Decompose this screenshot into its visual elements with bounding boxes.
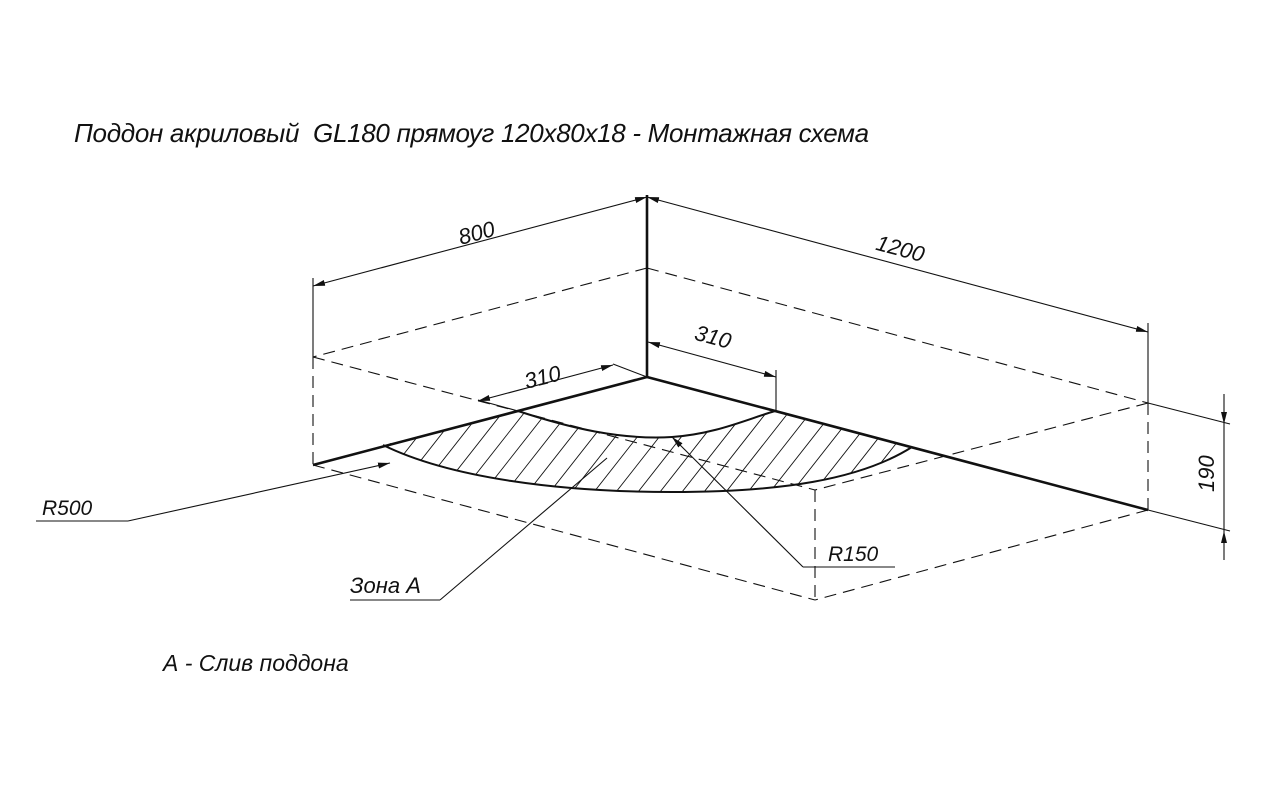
r150-label: R150: [828, 543, 879, 566]
dimension-800: 800: [312, 196, 648, 357]
dimension-310-left: 310: [477, 360, 648, 412]
dimension-190: 190: [1147, 394, 1231, 560]
callout-r500: R500: [36, 462, 391, 522]
wall-edges: [312, 195, 1149, 512]
drawing-title: Поддон акриловый GL180 прямоуг 120x80x18…: [74, 118, 869, 148]
dim-190-label: 190: [1194, 455, 1219, 492]
drain-zone-a: [382, 410, 913, 494]
dimension-1200: 1200: [646, 196, 1149, 403]
zone-a-label: Зона А: [350, 573, 421, 598]
dim-310-right-label: 310: [692, 320, 735, 354]
dim-310-left-label: 310: [522, 360, 564, 393]
r500-label: R500: [42, 497, 93, 520]
dim-1200-label: 1200: [873, 230, 927, 267]
hidden-lines: [312, 267, 1149, 601]
dim-800-label: 800: [456, 216, 499, 250]
callout-zone-a: Зона А: [350, 457, 608, 601]
dimension-310-right: 310: [647, 320, 777, 411]
legend-note: А - Слив поддона: [163, 650, 349, 676]
callout-r150: R150: [671, 436, 895, 568]
